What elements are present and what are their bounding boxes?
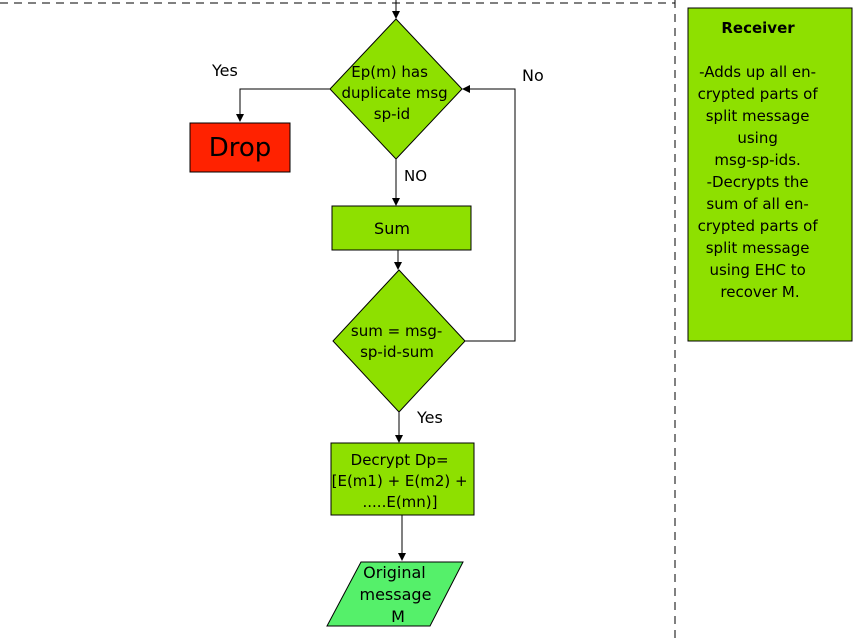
yes-to-drop-arrow <box>236 88 330 122</box>
no-caps-label: NO <box>404 167 427 185</box>
drop-text: Drop <box>209 133 272 163</box>
receiver-panel <box>687 7 853 342</box>
decrypt-text: Decrypt Dp= [E(m1) + E(m2) + .....E(mn)] <box>332 451 473 511</box>
sum-box <box>331 205 472 251</box>
receiver-title: Receiver <box>721 19 795 37</box>
sum-check-text: sum = msg- sp-id-sum <box>351 322 447 361</box>
drop-box <box>189 122 291 173</box>
sum-text: Sum <box>374 219 410 238</box>
receiver-description: -Adds up all en- crypted parts of split … <box>698 63 823 301</box>
no-label: No <box>522 66 544 85</box>
output-text: Original message M <box>360 563 437 626</box>
yes-label: Yes <box>211 61 238 80</box>
duplicate-check-text: Ep(m) has duplicate msg sp-id <box>342 63 453 123</box>
output-parallelogram <box>326 561 464 627</box>
no-loop-back-arrow <box>462 85 516 342</box>
yes-label-2: Yes <box>416 408 443 427</box>
sum-check-diamond <box>332 269 466 413</box>
